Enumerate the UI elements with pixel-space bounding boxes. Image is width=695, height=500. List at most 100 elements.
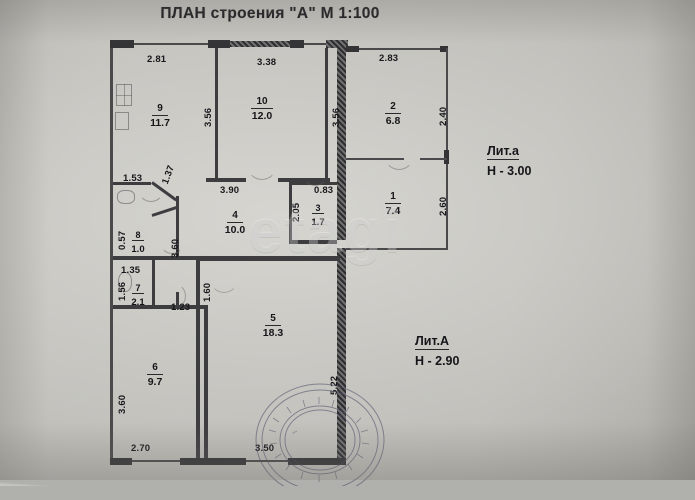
wall-annex-right-jamb [444, 150, 449, 164]
wall-room5-left-vertical [196, 256, 200, 306]
dimension-room7-left: 1.56 [117, 281, 128, 301]
room-area: 6.8 [385, 115, 401, 127]
wall-annex-bottom [346, 248, 448, 250]
door-swing-arc [138, 176, 164, 202]
room-number: 8 [132, 230, 144, 241]
room-number: 4 [227, 210, 243, 223]
room-area: 18.3 [262, 327, 284, 339]
wall-bottom-segment [180, 458, 246, 465]
dimension-room6-left: 3.60 [117, 394, 128, 414]
room-number: 7 [132, 283, 144, 294]
wall-annex-top-right [440, 46, 448, 52]
wall-room4-bottom [196, 256, 254, 261]
wall-room8-bottom [113, 256, 179, 260]
kitchen-fixture-line [116, 95, 132, 96]
wall-annex-divider [346, 158, 404, 160]
room-label-4: 4 10.0 [212, 205, 258, 237]
wall-outer-left-lower [110, 258, 113, 464]
room-area: 10.0 [224, 224, 246, 236]
wall-corridor-vertical [196, 260, 200, 462]
room-label-5: 5 18.3 [250, 308, 296, 340]
lit-height: Н - 2.90 [415, 354, 460, 368]
door-swing-arc [160, 283, 186, 309]
lit-a-big-annotation: Лит.А Н - 2.90 [415, 332, 459, 368]
dimension-room10-right: 3.56 [331, 107, 342, 127]
lit-a-small-annotation: Лит.а Н - 3.00 [487, 142, 531, 178]
wall-room8-right [151, 206, 178, 217]
room-label-7: 7 2.1 [122, 278, 154, 308]
page-title: ПЛАН строения "А" М 1:100 [160, 5, 380, 22]
wall-annex-right-lower [446, 162, 448, 250]
wall-room9-bottom [113, 182, 151, 185]
window-bottom-left [132, 460, 180, 462]
wall-room3-bottom [289, 240, 337, 244]
window-top-right [304, 43, 326, 45]
room-label-10: 10 12.0 [239, 91, 285, 123]
floor-plan-drawing: ПЛАН строения "А" М 1:100 [110, 5, 531, 465]
dimension-room3-top: 0.83 [314, 185, 334, 196]
dimension-corridor-vertical: 1.60 [202, 282, 213, 302]
lit-label: Лит.А [415, 334, 449, 350]
dimension-room5-bottom: 3.50 [255, 443, 275, 454]
room-number: 9 [152, 103, 168, 116]
lit-label: Лит.а [487, 144, 519, 160]
wall-annex-divider-right [420, 158, 447, 160]
wall-room3-left [289, 182, 292, 242]
room-number: 3 [312, 203, 324, 214]
wall-annex-top-seg [346, 46, 359, 52]
room-area: 1.7 [311, 217, 325, 228]
wall-9-10-foot [206, 178, 218, 182]
wall-room7-right [152, 260, 155, 307]
room-area: 12.0 [251, 110, 273, 122]
door-swing-arc [210, 265, 238, 293]
dimension-room5-right: 5.22 [329, 375, 340, 395]
dimension-room2-top: 2.83 [379, 53, 399, 64]
wall-annex-top-left [357, 48, 391, 50]
room-label-9: 9 11.7 [137, 98, 183, 130]
dimension-room4-left: 3.60 [170, 238, 181, 258]
kitchen-fixture-line [124, 84, 125, 106]
window-annex-top [391, 48, 444, 50]
dimension-room10-left: 3.56 [203, 107, 214, 127]
dimension-room7-top: 1.35 [121, 265, 141, 276]
bathroom-fixture [115, 112, 129, 130]
room-label-6: 6 9.7 [132, 357, 178, 389]
wall-outer-left [110, 40, 113, 260]
wall-thick-vertical-main-lower [337, 248, 346, 464]
room-label-2: 2 6.8 [370, 96, 416, 128]
room-number: 5 [265, 313, 281, 326]
dimension-corridor-bottom: 1.23 [171, 302, 191, 313]
wall-thick-vertical-main [337, 40, 346, 240]
dimension-hall-diagonal: 1.37 [160, 163, 177, 186]
dimension-room6-bottom: 2.70 [131, 443, 151, 454]
room-number: 2 [385, 101, 401, 114]
dimension-room10-top: 3.38 [257, 57, 277, 68]
room-area: 9.7 [147, 376, 163, 388]
dimension-room1-right: 2.60 [438, 196, 449, 216]
wall-annex-right-upper [446, 48, 448, 152]
room-number: 6 [147, 362, 163, 375]
wall-top-segment [110, 40, 134, 48]
wall-room10-right [325, 48, 328, 181]
dimension-room2-right: 2.40 [438, 106, 449, 126]
dimension-room8-left: 0.57 [117, 230, 128, 250]
dimension-room9-top: 2.81 [147, 54, 167, 65]
wall-hall-vertical [176, 196, 179, 216]
room-label-1: 1 7.4 [370, 186, 416, 218]
door-swing-arc [160, 230, 184, 254]
sanitary-fixture [117, 190, 135, 204]
dimension-room9-bottom: 1.53 [123, 173, 143, 184]
room-number: 1 [385, 191, 401, 204]
kitchen-fixture [116, 84, 132, 106]
wall-bottom-segment-right [288, 458, 346, 465]
door-swing-arc [384, 140, 414, 170]
window-top-left [134, 43, 208, 45]
wall-between-9-and-10 [215, 48, 218, 181]
wall-top-segment [290, 40, 304, 48]
room-label-3: 3 1.7 [303, 198, 333, 228]
wall-bottom-left-corner [110, 458, 132, 465]
lit-height: Н - 3.00 [487, 164, 532, 178]
room-area: 2.1 [131, 297, 145, 308]
wall-between-6-and-5 [204, 309, 208, 464]
dimension-room4-top: 3.90 [220, 185, 240, 196]
